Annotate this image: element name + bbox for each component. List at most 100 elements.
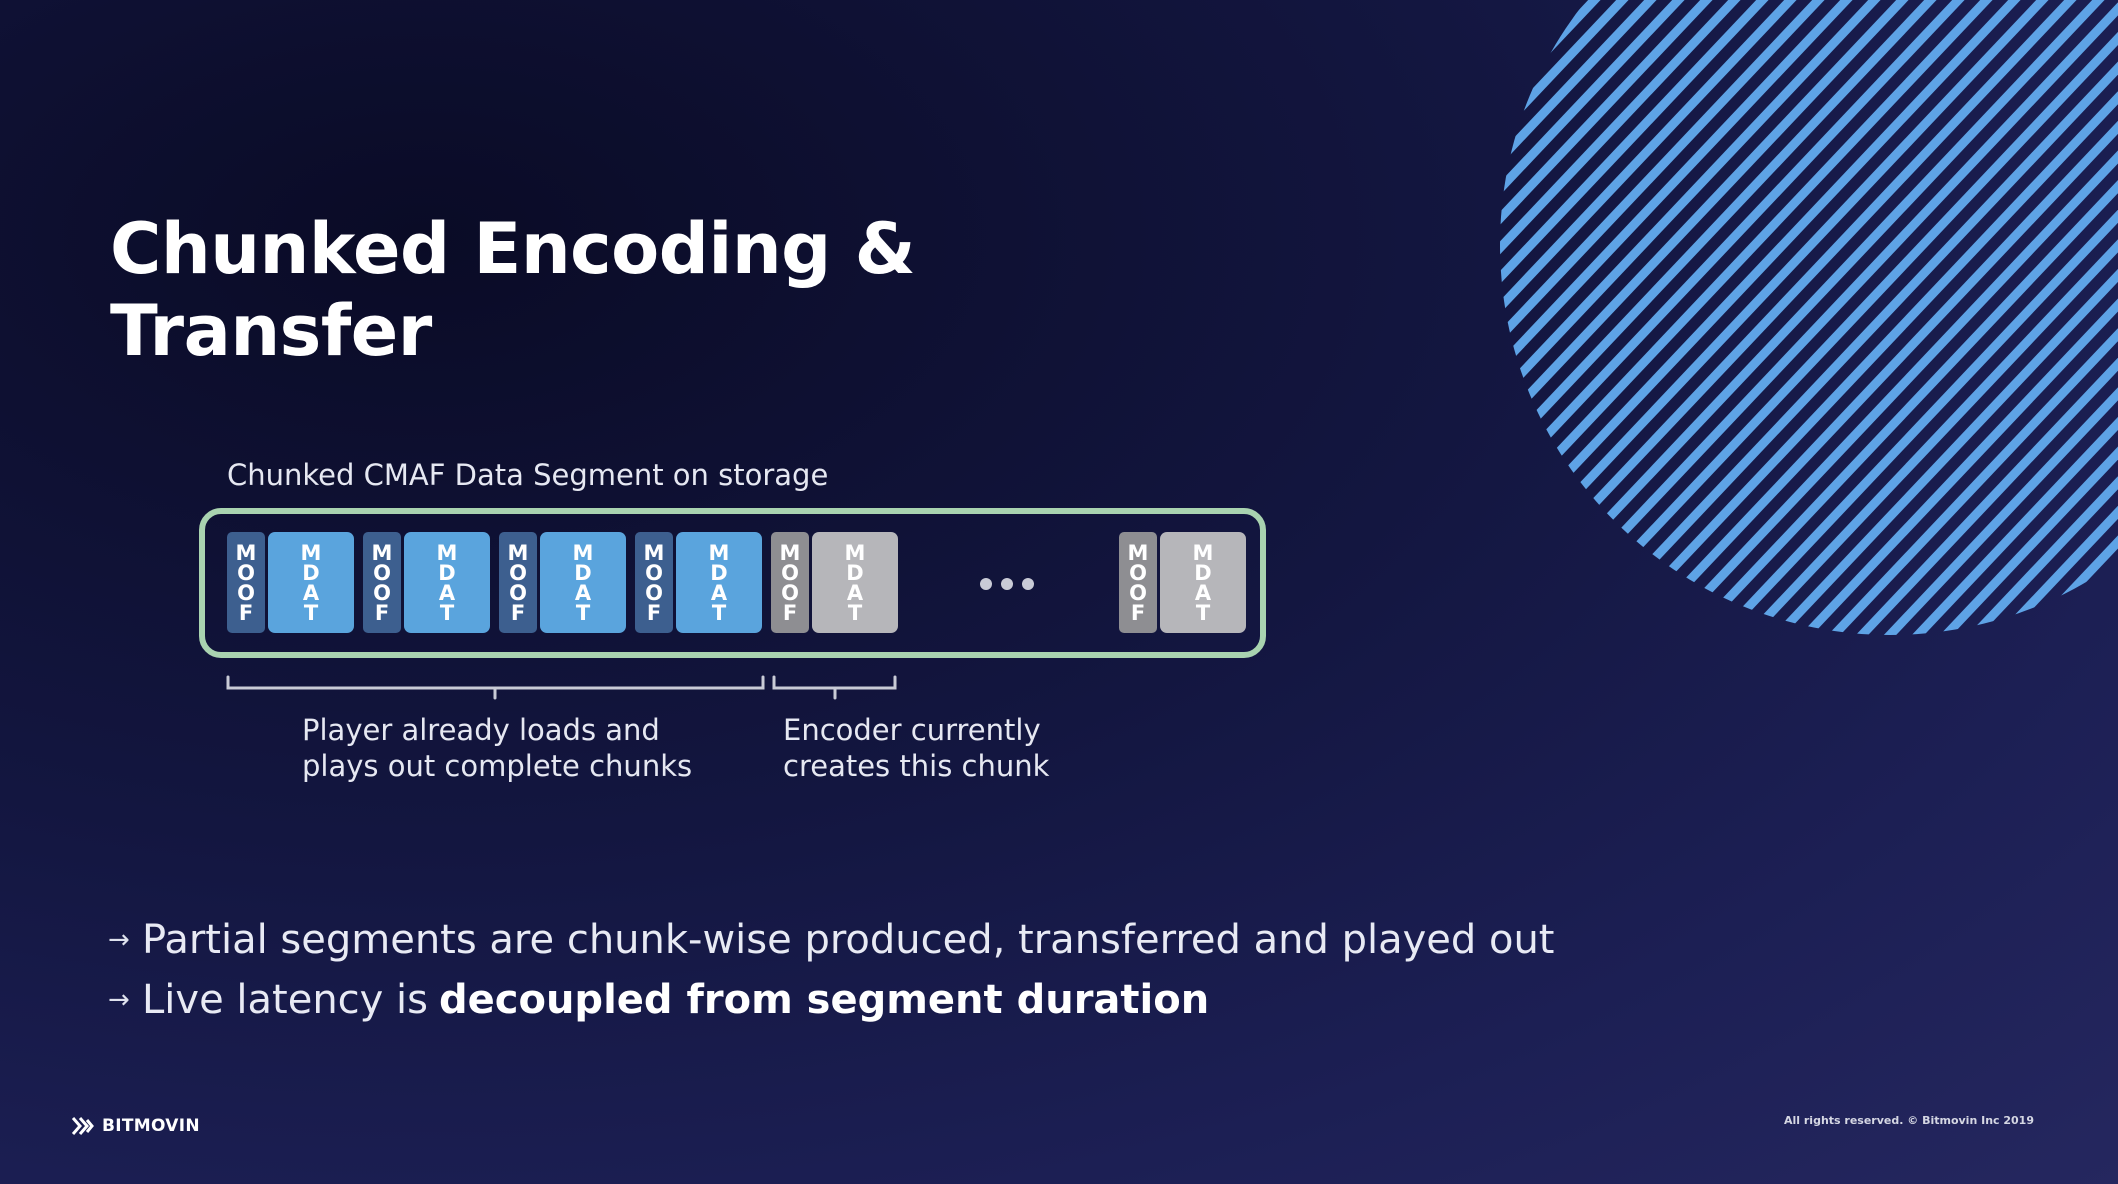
slide-title-line-1: Chunked Encoding & (110, 208, 916, 290)
mdat-letter: D (710, 560, 728, 585)
decorative-stripe (1500, 0, 2118, 635)
encoder-bracket (772, 675, 897, 700)
decorative-stripe (1758, 0, 2118, 635)
decorative-stripe (1646, 0, 2118, 635)
bullet-item: → Partial segments are chunk-wise produc… (108, 910, 1554, 970)
decorative-stripe (1500, 0, 2118, 635)
encoder-note-line: Encoder currently (783, 713, 1041, 747)
decorative-stripe (1500, 0, 2078, 635)
slide-title-line-2: Transfer (110, 290, 432, 372)
mdat-letter: T (1195, 600, 1211, 625)
mdat-letter: T (711, 600, 727, 625)
mdat-letter: T (575, 600, 591, 625)
player-note-line: plays out complete chunks (302, 749, 693, 783)
right-arrow-icon: → (108, 985, 130, 1015)
moof-letter: O (645, 560, 663, 585)
moof-letter: F (782, 600, 798, 625)
moof-letter: O (781, 560, 799, 585)
mdat-letter: M (844, 540, 866, 565)
bullet-text: Live latency is (142, 977, 428, 1023)
mdat-letter: D (846, 560, 864, 585)
mdat-letter: T (847, 600, 863, 625)
cmaf-segment-container (199, 508, 1266, 658)
mdat-letter: D (302, 560, 320, 585)
mdat-box: M D A T (812, 532, 898, 633)
decorative-stripe (1500, 0, 2118, 635)
player-bracket (226, 675, 765, 700)
mdat-letter: M (572, 540, 594, 565)
moof-letter: O (373, 580, 391, 605)
decorative-stripe (1500, 0, 2118, 635)
decorative-stripe (1500, 0, 2118, 635)
moof-letter: M (643, 540, 665, 565)
decorative-stripe (1500, 0, 2106, 635)
decorative-stripe (1618, 0, 2118, 635)
encoder-note: Encoder currently creates this chunk (783, 712, 1049, 784)
mdat-letter: A (438, 580, 456, 605)
mdat-letter: D (1194, 560, 1212, 585)
mdat-box: M D A T (1160, 532, 1246, 633)
bullet-text: Partial segments are chunk-wise produced… (142, 917, 1555, 963)
mdat-letter: D (438, 560, 456, 585)
mdat-letter: A (846, 580, 864, 605)
decorative-stripe (1674, 0, 2118, 635)
decorative-stripe (1500, 0, 2118, 635)
moof-box: M O O F (363, 532, 401, 633)
ellipsis-icon (980, 578, 1034, 590)
moof-letter: O (781, 580, 799, 605)
moof-box: M O O F (499, 532, 537, 633)
bitmovin-chevron-icon (72, 1117, 94, 1135)
mdat-letter: M (1192, 540, 1214, 565)
mdat-letter: A (574, 580, 592, 605)
moof-box: M O O F (227, 532, 265, 633)
decorative-stripe (1730, 0, 2118, 635)
player-note: Player already loads and plays out compl… (302, 712, 692, 784)
moof-letter: O (1129, 580, 1147, 605)
mdat-letter: D (574, 560, 592, 585)
decorative-stripe (1500, 0, 2118, 635)
moof-letter: F (374, 600, 390, 625)
brand-name: BITMOVIN (102, 1116, 200, 1136)
mdat-box: M D A T (540, 532, 626, 633)
moof-letter: O (509, 560, 527, 585)
bullet-item: → Live latency is decoupled from segment… (108, 970, 1554, 1030)
moof-box: M O O F (635, 532, 673, 633)
moof-letter: O (373, 560, 391, 585)
moof-letter: O (509, 580, 527, 605)
decorative-stripe (1814, 0, 2118, 635)
right-arrow-icon: → (108, 925, 130, 955)
mdat-letter: M (300, 540, 322, 565)
decorative-stripe (1500, 0, 2050, 635)
moof-box: M O O F (1119, 532, 1157, 633)
moof-letter: O (1129, 560, 1147, 585)
mdat-letter: A (1194, 580, 1212, 605)
moof-box: M O O F (771, 532, 809, 633)
moof-letter: O (645, 580, 663, 605)
mdat-letter: M (708, 540, 730, 565)
slide-title: Chunked Encoding & Transfer (110, 208, 916, 372)
decorative-stripe (1786, 0, 2118, 635)
bitmovin-logo: BITMOVIN (72, 1116, 200, 1136)
decorative-stripe (1702, 0, 2118, 635)
moof-letter: O (237, 580, 255, 605)
player-note-line: Player already loads and (302, 713, 660, 747)
copyright-notice: All rights reserved. © Bitmovin Inc 2019 (1783, 1114, 2034, 1127)
moof-letter: F (1130, 600, 1146, 625)
mdat-box: M D A T (404, 532, 490, 633)
moof-letter: M (235, 540, 257, 565)
mdat-letter: A (302, 580, 320, 605)
mdat-letter: A (710, 580, 728, 605)
moof-letter: M (1127, 540, 1149, 565)
moof-letter: M (507, 540, 529, 565)
mdat-box: M D A T (268, 532, 354, 633)
bullet-list: → Partial segments are chunk-wise produc… (108, 910, 1554, 1030)
encoder-note-line: creates this chunk (783, 749, 1050, 783)
moof-letter: F (510, 600, 526, 625)
mdat-box: M D A T (676, 532, 762, 633)
mdat-letter: M (436, 540, 458, 565)
mdat-letter: T (439, 600, 455, 625)
moof-letter: F (646, 600, 662, 625)
mdat-letter: T (303, 600, 319, 625)
